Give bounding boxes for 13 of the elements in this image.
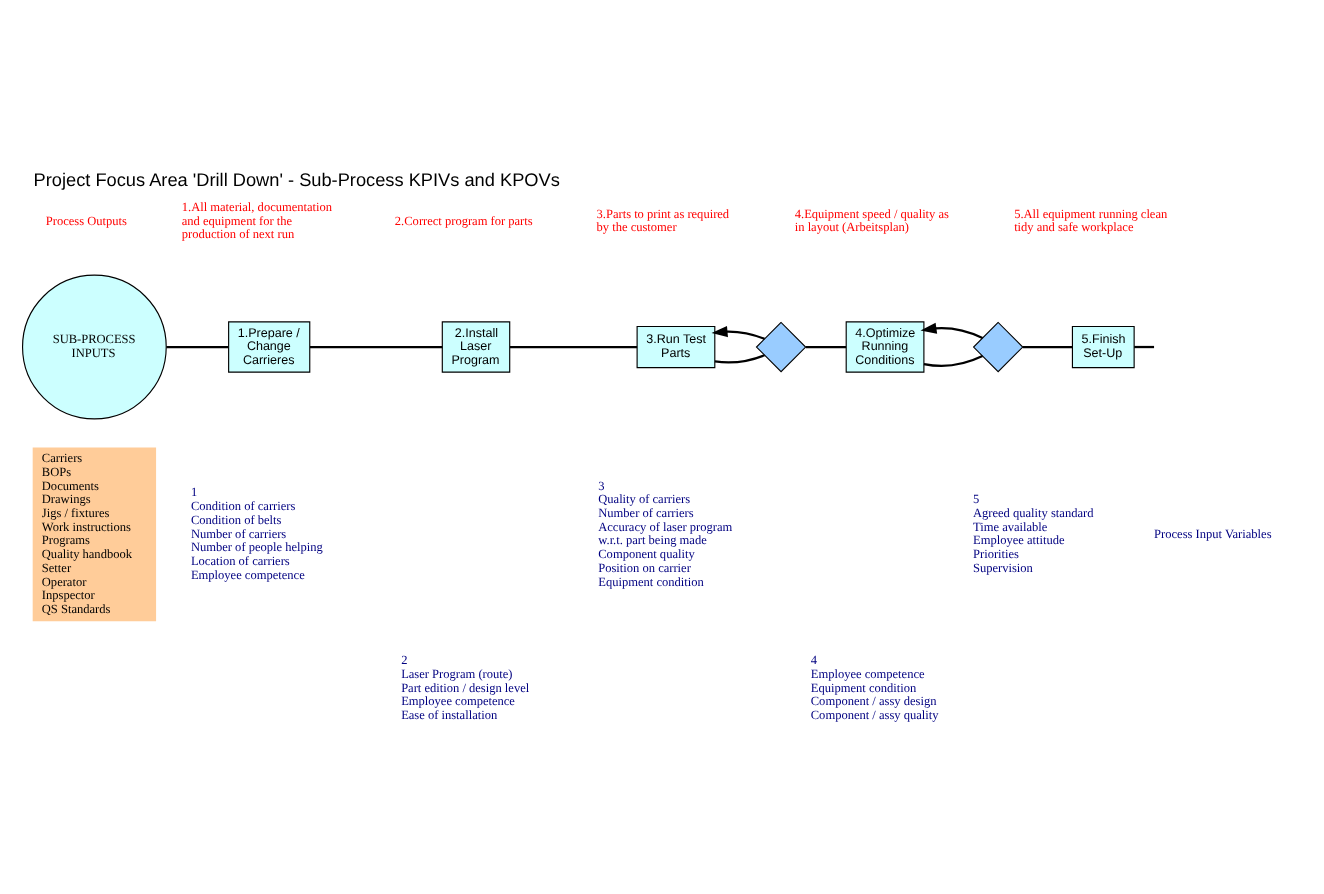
connector [805,345,847,349]
connector [1022,345,1073,349]
connector [714,354,765,364]
arrow [920,322,983,340]
arrow [711,325,765,340]
connector [166,345,229,349]
connector [923,354,983,367]
connector [510,345,638,349]
node-diamond [755,321,807,373]
connector [1134,345,1155,349]
node-diamond [972,321,1024,373]
diagram-title: Project Focus Area 'Drill Down' - Sub-Process KPIVs and KPOVs [33,169,560,190]
connector [310,345,443,349]
